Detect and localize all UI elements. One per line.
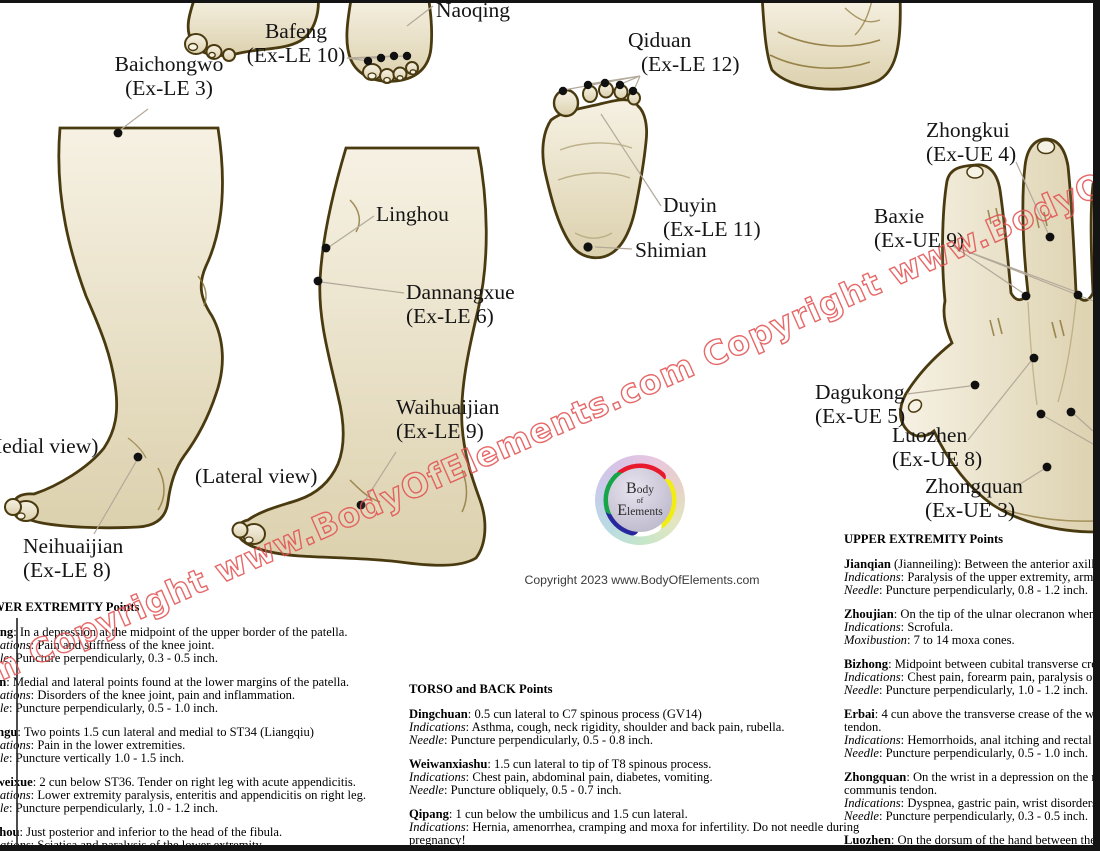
acupoint-dot <box>600 78 610 88</box>
acupoint-dot <box>356 500 366 510</box>
lateral-view-label: (Lateral view) <box>195 464 318 488</box>
acupoint-dot <box>113 128 123 138</box>
foot-top-left-illustration <box>184 0 320 62</box>
poster-border-bottom <box>0 845 1100 851</box>
foot-sole-illustration <box>541 81 648 260</box>
leader-linghou <box>328 215 375 248</box>
label-bafeng: Bafeng(Ex-LE 10) <box>246 19 346 68</box>
leader-shimian <box>594 246 633 250</box>
point-entry: Luozhen: On the dorsum of the hand betwe… <box>844 833 1100 847</box>
label-duyin: Duyin(Ex-LE 11) <box>663 193 761 242</box>
label-baichongwo: Baichongwo(Ex-LE 3) <box>114 52 224 101</box>
logo-text-of: of <box>636 495 644 505</box>
acupoint-dot <box>1073 290 1083 300</box>
section-title: LOWER EXTREMITY Points <box>0 600 140 614</box>
point-entry: Zhongquan: On the wrist in a depression … <box>844 770 1100 823</box>
acupoint-dot <box>1066 407 1076 417</box>
point-entry: Dingchuan: 0.5 cun lateral to C7 spinous… <box>409 707 785 747</box>
acupoint-dot <box>313 276 323 286</box>
label-naoqing: Naoqing <box>436 0 511 22</box>
label-neihuaijian: Neihuaijian(Ex-LE 8) <box>23 534 124 583</box>
logo-text-body: Body <box>626 479 654 497</box>
acupoint-dot <box>389 51 399 61</box>
label-dagukong: Dagukong(Ex-UE 5) <box>815 380 906 429</box>
leader-baichongwo <box>118 108 149 132</box>
point-entry: Zhoujian: On the tip of the ulnar olecra… <box>844 607 1100 647</box>
leader-baxie <box>952 245 1094 302</box>
acupoint-dot <box>583 242 593 252</box>
point-entry: Xiyan: Medial and lateral points found a… <box>0 675 350 715</box>
leader-lines <box>93 5 1094 535</box>
acupoint-dot <box>376 53 386 63</box>
acupoint-dots <box>113 51 1083 510</box>
leader-edge-stub-1 <box>1043 415 1094 445</box>
leg-medial-illustration <box>4 126 224 530</box>
leg-lateral-illustration <box>231 146 488 567</box>
leader-dagukong <box>906 385 971 395</box>
poster-border-right <box>1093 0 1100 851</box>
point-entry: Bizhong: Midpoint between cubital transv… <box>844 657 1100 697</box>
point-entry: Jianqian (Jianneiling): Between the ante… <box>844 557 1100 597</box>
acupoint-dot <box>1036 409 1046 419</box>
point-entry: Lanweixue: 2 cun below ST36. Tender on r… <box>0 775 367 815</box>
ankle-stub-illustration <box>760 0 902 91</box>
label-dannangxue: Dannangxue(Ex-LE 6) <box>406 280 515 329</box>
upper-extremity-section: UPPER EXTREMITY Points Jianqian (Jiannei… <box>844 533 1100 851</box>
copyright-line: Copyright 2023 www.BodyOfElements.com <box>524 573 760 587</box>
leader-naoqing <box>406 5 434 27</box>
label-zhongquan: Zhongquan(Ex-UE 3) <box>925 474 1023 523</box>
leader-duyin <box>600 113 662 207</box>
leader-edge-stub-2 <box>1073 413 1094 432</box>
label-linghou: Linghou <box>376 202 449 226</box>
bafeng-foot-illustration <box>345 0 434 84</box>
acupoint-dot <box>1029 353 1039 363</box>
label-baxie: Baxie(Ex-UE 9) <box>874 204 965 253</box>
logo-center: Body of Elements <box>608 468 672 532</box>
logo-text-elements: Elements <box>617 501 663 519</box>
section-title: TORSO and BACK Points <box>409 682 553 696</box>
acupoint-dot <box>321 243 331 253</box>
point-entry: Erbai: 4 cun above the transverse crease… <box>844 707 1100 760</box>
acupoint-dot <box>583 80 593 90</box>
point-entry: Weiwanxiashu: 1.5 cun lateral to tip of … <box>409 757 713 797</box>
label-waihuaijian: Waihuaijian(Ex-LE 9) <box>396 395 500 444</box>
acupoint-dot <box>615 80 625 90</box>
poster-border-top <box>0 0 1100 3</box>
label-zhongkui: Zhongkui(Ex-UE 4) <box>926 118 1017 167</box>
point-entry: Kuangu: Two points 1.5 cun lateral and m… <box>0 725 314 765</box>
leader-dannangxue <box>320 281 405 294</box>
acupoint-dot <box>1045 232 1055 242</box>
leader-bafeng <box>346 55 408 62</box>
acupoint-dot <box>970 380 980 390</box>
acupoint-dot <box>1021 291 1031 301</box>
point-entry: Heding: In a depression at the midpoint … <box>0 625 348 665</box>
label-qiduan: Qiduan(Ex-LE 12) <box>628 28 740 77</box>
lower-extremity-section: LOWER EXTREMITY Points Heding: In a depr… <box>0 601 444 851</box>
body-of-elements-logo: Body of Elements <box>595 455 685 545</box>
acupoint-dot <box>363 56 373 66</box>
point-entry: Qipang: 1 cun below the umbilicus and 1.… <box>409 807 860 847</box>
torso-back-section: TORSO and BACK Points Dingchuan: 0.5 cun… <box>409 682 860 851</box>
fold-crease-line <box>16 618 18 845</box>
leader-waihuaijian <box>363 451 397 503</box>
label-shimian: Shimian <box>635 238 707 262</box>
label-luozhen: Luozhen(Ex-UE 8) <box>892 423 983 472</box>
leader-neihuaijian <box>93 459 138 535</box>
medial-view-label: (Medial view) <box>0 434 99 458</box>
acupoint-dot <box>1042 462 1052 472</box>
acupoint-dot <box>558 86 568 96</box>
leader-luozhen <box>967 360 1032 441</box>
acupoint-dot <box>402 51 412 61</box>
section-title: UPPER EXTREMITY Points <box>844 532 1004 546</box>
acupoint-dot <box>133 452 143 462</box>
leader-zhongkui <box>1015 161 1049 234</box>
leader-zhongquan <box>1016 468 1045 487</box>
acupoint-dot <box>628 86 638 96</box>
